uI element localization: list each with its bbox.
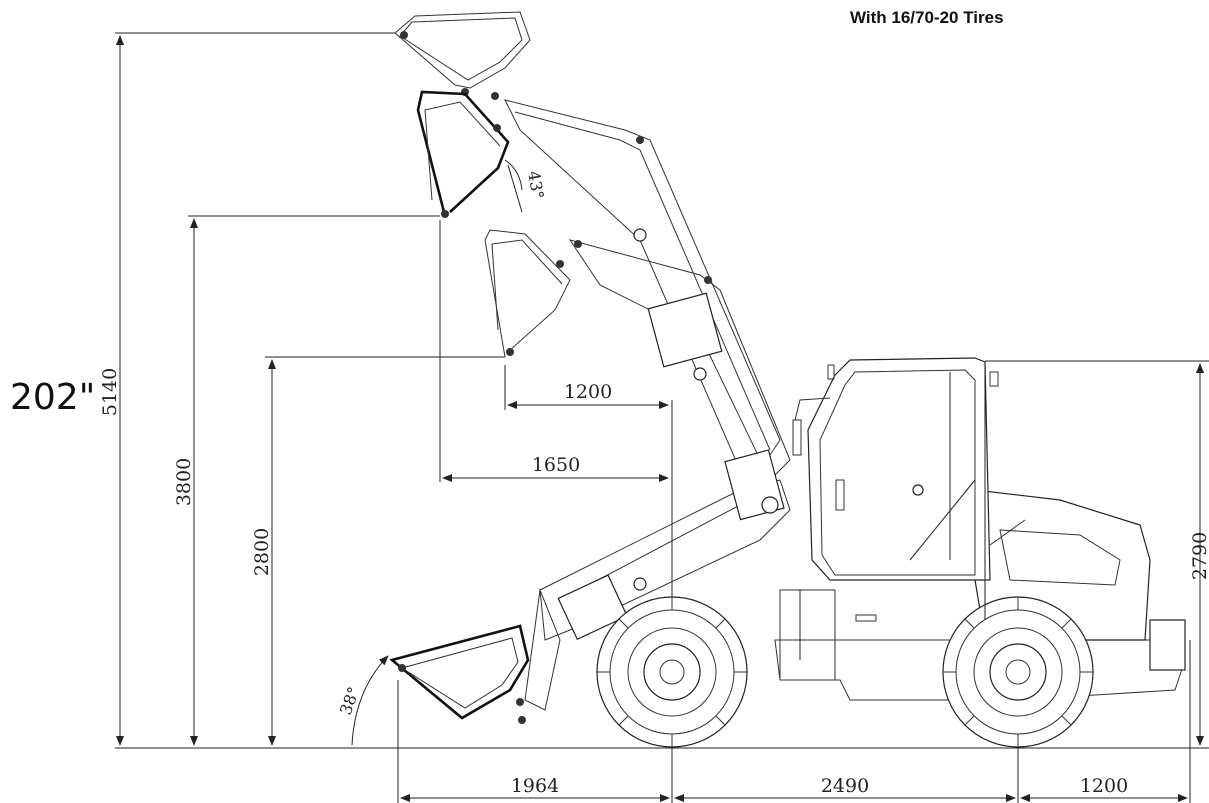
bucket-ground-position: 38°: [336, 624, 530, 746]
reach-inner-label: 1200: [564, 381, 612, 403]
dump-height-label: 2800: [251, 528, 273, 576]
bucket-mid-position: [484, 229, 582, 358]
rear-overhang-label: 1200: [1080, 775, 1128, 797]
height-inches-label: 202": [10, 377, 95, 418]
max-height-label: 5140: [99, 368, 121, 416]
dump-angle-label: 43°: [524, 169, 548, 200]
hinge-height-label: 3800: [173, 458, 195, 506]
boom-arm-lowered: [524, 449, 791, 711]
front-overhang-label: 1964: [511, 775, 559, 797]
heading: With 16/70-20 Tires: [850, 8, 1004, 27]
front-wheel: [596, 596, 748, 748]
reach-outer-label: 1650: [532, 454, 580, 476]
wheelbase-label: 2490: [821, 775, 869, 797]
dump-height-dimension: 2800: [251, 356, 505, 746]
bucket-max-height: [394, 11, 531, 100]
cab-height-dimension: 2790: [985, 360, 1209, 746]
reach-inner-dimension: 1200: [504, 365, 669, 410]
max-height-dimension: 5140: [99, 32, 395, 746]
bottom-dimensions: 1964 2490 1200: [397, 640, 1191, 803]
cab-height-label: 2790: [1189, 532, 1209, 580]
bucket-dump-position: 43°: [416, 90, 548, 218]
rear-wheel: [942, 596, 1094, 748]
rollback-angle-label: 38°: [336, 684, 364, 717]
reach-outer-dimension: 1650: [439, 220, 669, 482]
boom-arm-mid: [568, 239, 791, 481]
hinge-height-dimension: 3800: [173, 215, 440, 746]
